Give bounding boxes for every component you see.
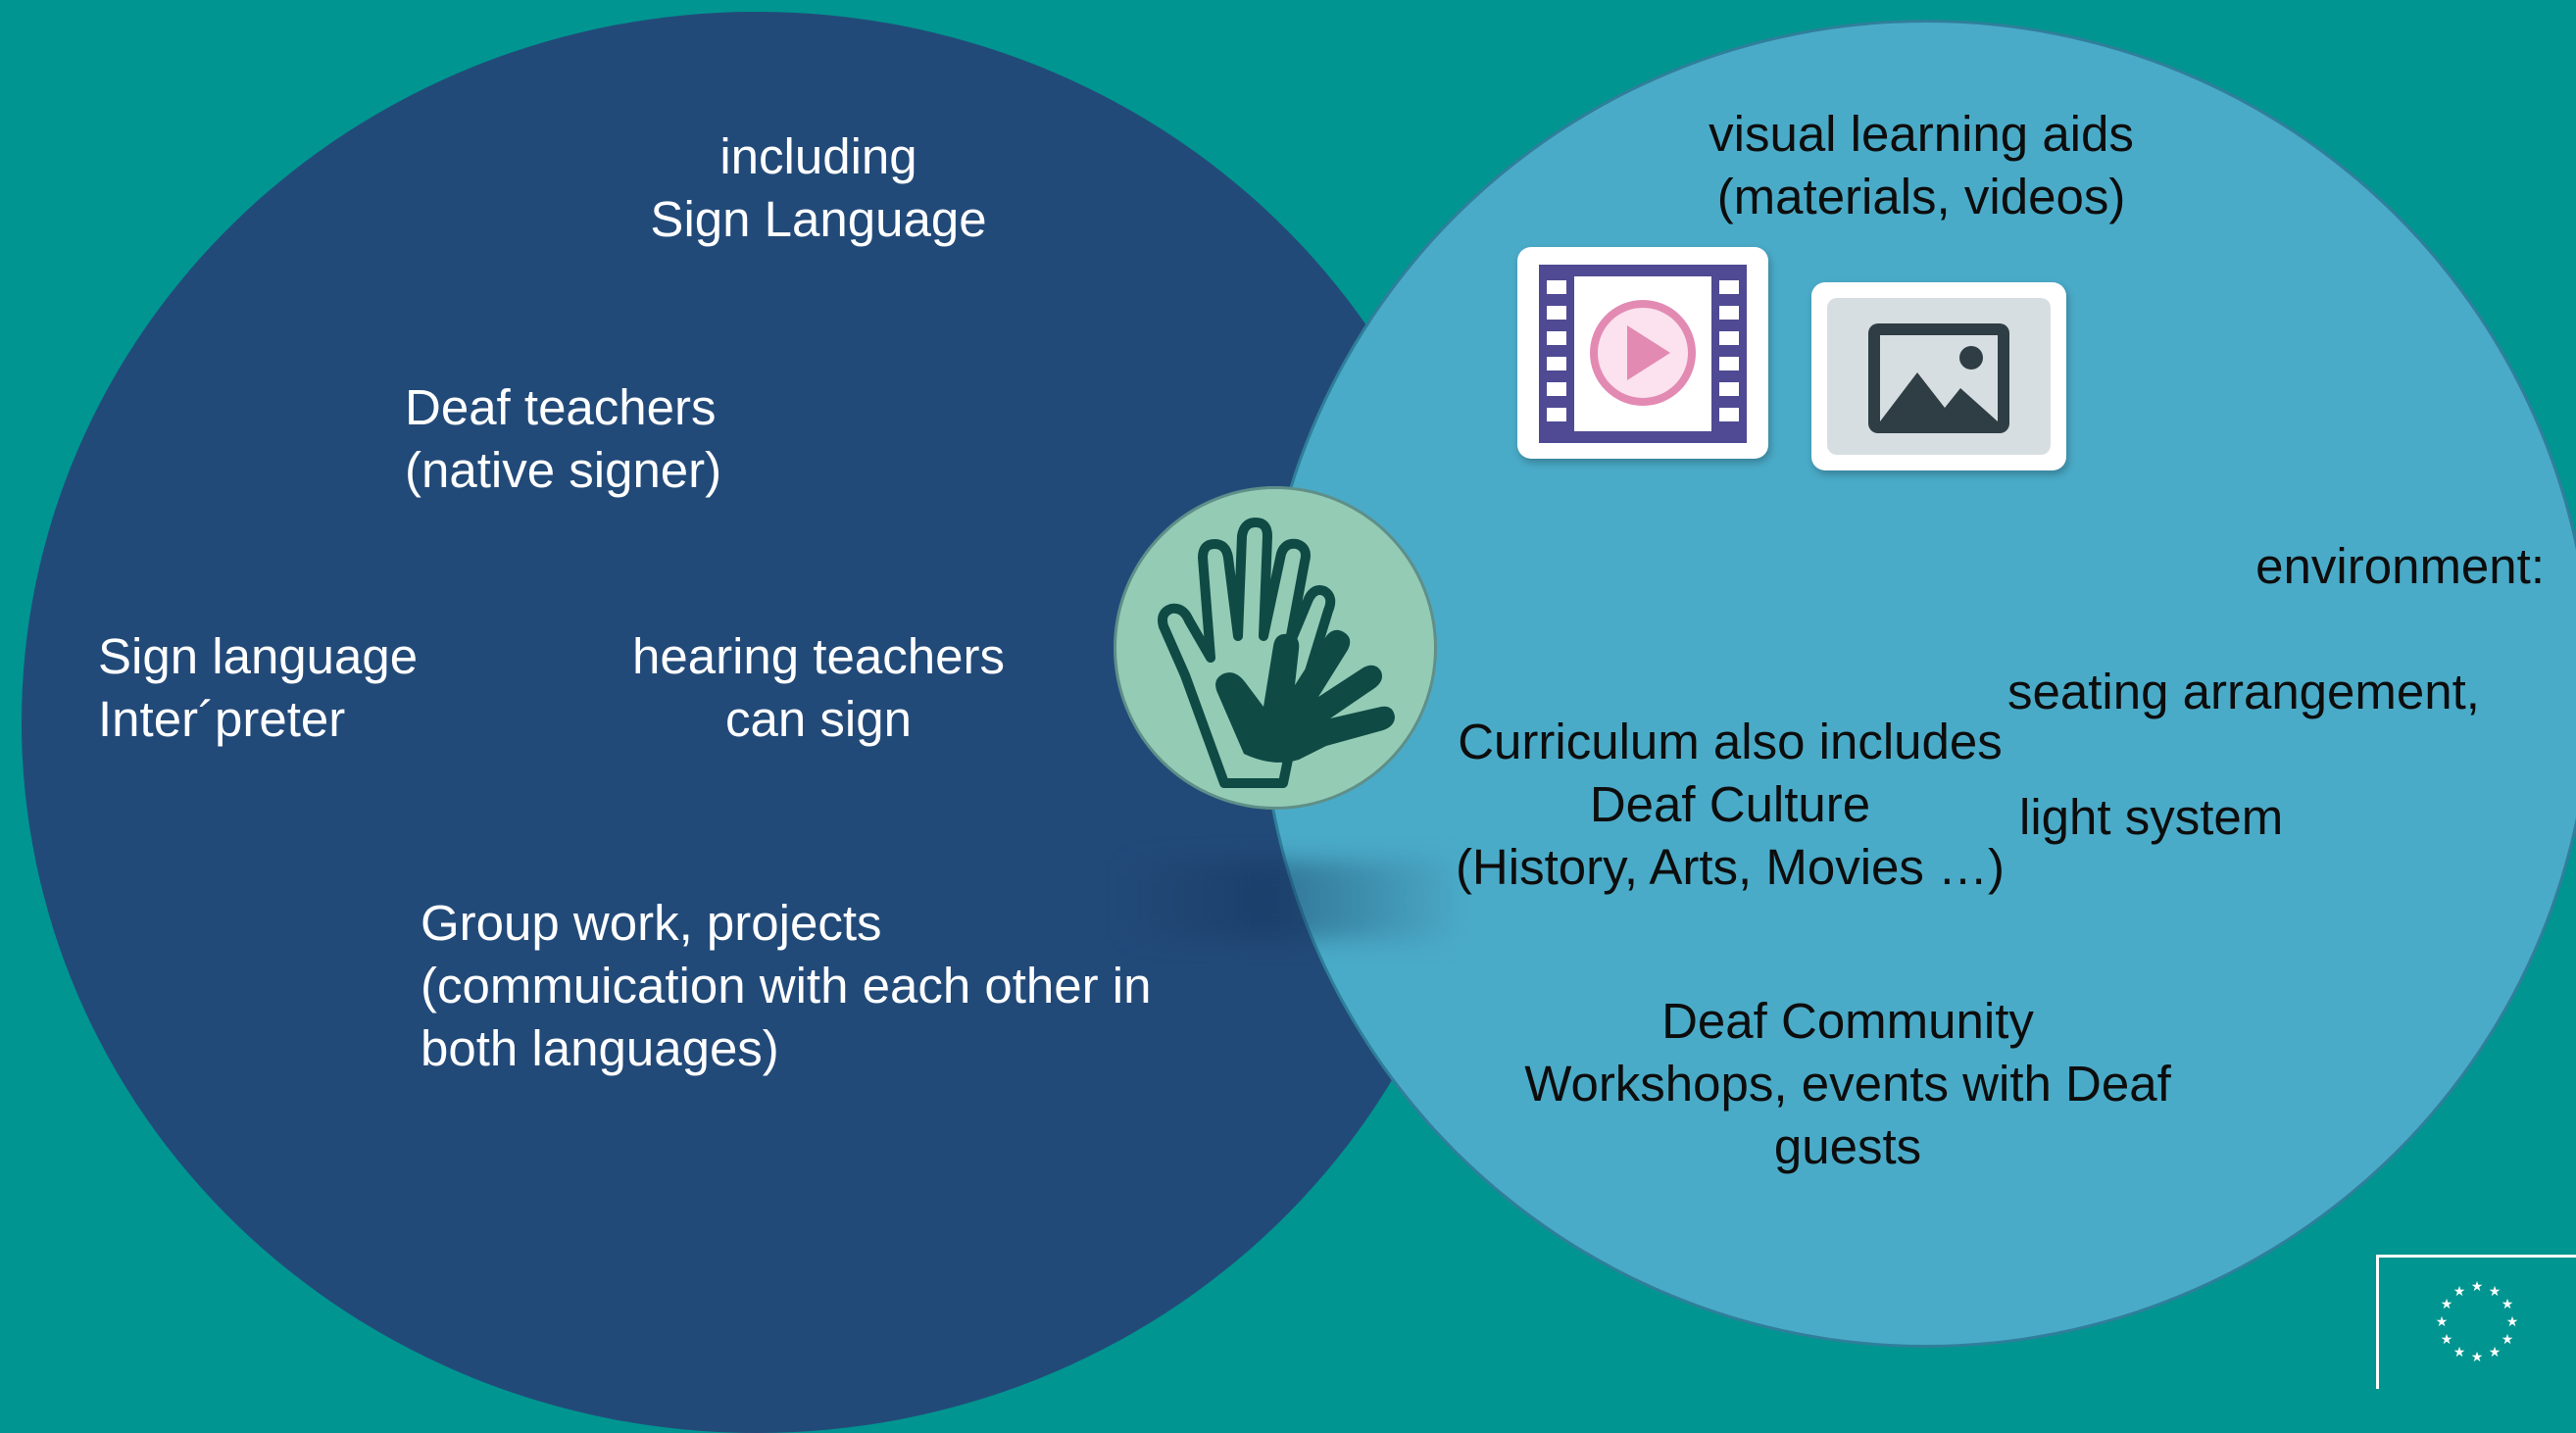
curriculum-text: Curriculum also includes Deaf Culture (H… [1455, 714, 2006, 895]
image-icon [1811, 282, 2066, 470]
svg-text:★: ★ [2453, 1345, 2466, 1360]
svg-text:★: ★ [2441, 1332, 2453, 1348]
svg-text:★: ★ [2453, 1284, 2466, 1300]
svg-text:★: ★ [2436, 1314, 2449, 1330]
svg-text:★: ★ [2471, 1279, 2484, 1295]
svg-text:★: ★ [2502, 1297, 2514, 1312]
sign-language-interpreter-text: Sign language Inter´preter [98, 628, 419, 747]
deaf-teachers-text: Deaf teachers (native signer) [405, 379, 722, 498]
group-work-text: Group work, projects (commuication with … [421, 895, 1152, 1076]
hearing-teachers-text: hearing teachers can sign [632, 628, 1005, 747]
including-sign-language-text: including Sign Language [650, 128, 987, 247]
svg-text:★: ★ [2489, 1345, 2502, 1360]
overlap-shadow [1117, 861, 1451, 939]
right-circle [1260, 20, 2576, 1348]
eu-flag-icon: ★ ★ ★ ★ ★ ★ ★ ★ ★ ★ ★ ★ [2376, 1255, 2576, 1389]
svg-text:★: ★ [2441, 1297, 2453, 1312]
visual-learning-aids-text: visual learning aids (materials, videos) [1709, 106, 2134, 224]
signing-hands-icon [1114, 486, 1437, 810]
video-icon [1517, 247, 1768, 459]
svg-text:★: ★ [2502, 1332, 2514, 1348]
deaf-community-text: Deaf Community Workshops, events with De… [1524, 993, 2171, 1174]
environment-text: environment: seating arrangement, light … [2007, 538, 2545, 845]
svg-text:★: ★ [2506, 1314, 2519, 1330]
svg-text:★: ★ [2489, 1284, 2502, 1300]
svg-text:★: ★ [2471, 1350, 2484, 1365]
